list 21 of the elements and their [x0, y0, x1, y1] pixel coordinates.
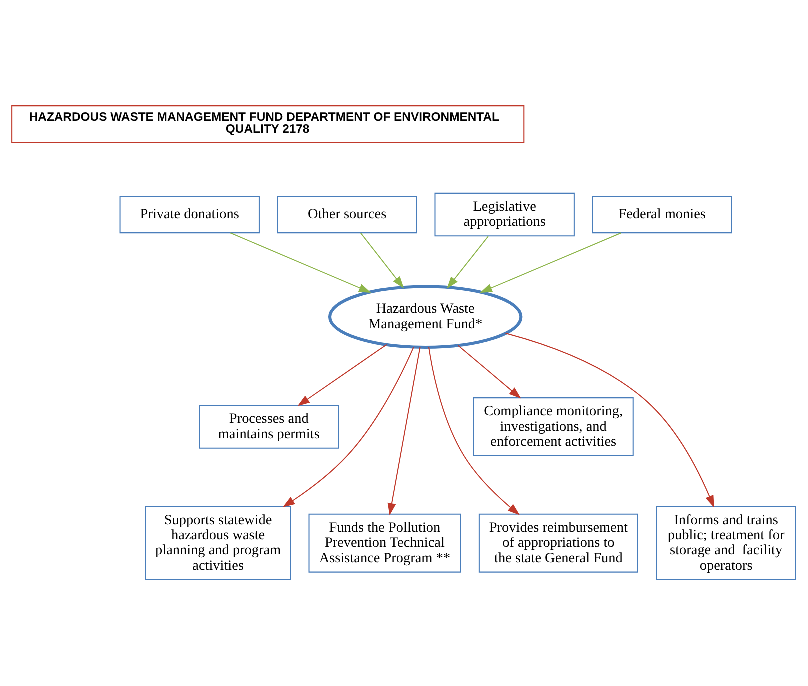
node-box: Funds the Pollution Prevention Technical Assistance Program **: [308, 514, 462, 573]
arrow: [506, 333, 714, 508]
node-box: Private donations: [120, 196, 260, 234]
arrow: [428, 347, 520, 516]
node-box: Legislative appropriations: [434, 192, 575, 237]
node-box: Other sources: [277, 196, 418, 234]
node-box: Federal monies: [592, 196, 732, 234]
arrow: [388, 347, 421, 516]
arrow: [282, 347, 414, 508]
arrow: [230, 232, 372, 293]
arrow: [447, 236, 489, 289]
arrow: [360, 232, 404, 289]
arrow: [298, 344, 388, 406]
node-box: Informs and trains public; treatment for storage and facility operators: [656, 506, 796, 580]
arrow: [480, 232, 622, 293]
node-box: Provides reimbursement of appropriations to the state General Fund: [478, 514, 638, 573]
arrow: [458, 345, 522, 399]
node-box: Compliance monitoring, investigations, and enforcement activities: [473, 398, 634, 456]
node-box: Processes and maintains permits: [199, 405, 340, 449]
node-box: Supports statewide hazardous waste planning and program activities: [145, 506, 292, 580]
node-box: HAZARDOUS WASTE MANAGEMENT FUND DEPARTMENT OF ENVIRONMENTAL QUALITY 2178: [12, 106, 525, 144]
